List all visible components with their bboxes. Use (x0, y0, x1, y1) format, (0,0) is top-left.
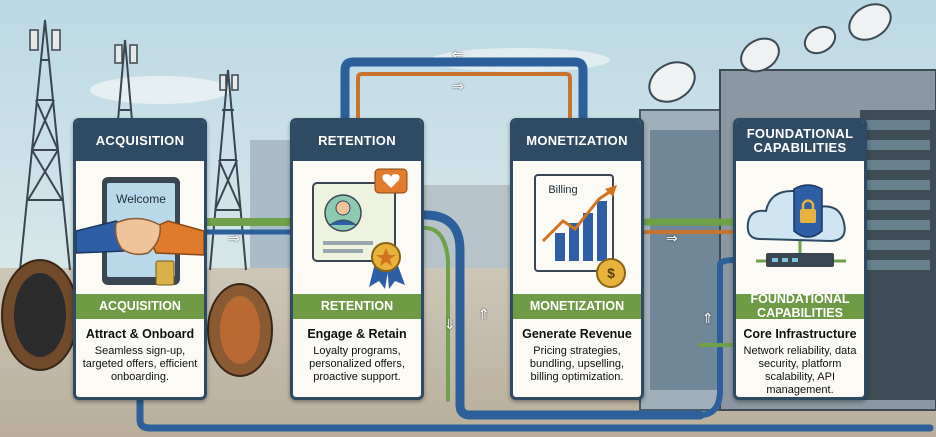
foundational-card: FOUNDATIONAL CAPABILITIES FOUNDATIONAL C… (733, 118, 867, 400)
card-title: MONETIZATION (513, 121, 641, 161)
card-band-label: RETENTION (293, 294, 421, 319)
card-band-label: FOUNDATIONAL CAPABILITIES (736, 294, 864, 319)
flow-arrow-down-mid: ⇓ (444, 318, 456, 332)
flow-arrow-right-top: ⇒ (452, 80, 464, 94)
card-title: ACQUISITION (76, 121, 204, 161)
billing-doc-text: Billing (548, 184, 577, 196)
flow-arrow-up-right: ⇑ (702, 312, 714, 326)
heart-icon (375, 169, 407, 193)
award-badge-icon (369, 243, 405, 289)
flow-arrow-right-1: ⇒ (228, 232, 240, 246)
monetization-card: MONETIZATION Billing $ MONETIZATION Gene… (510, 118, 644, 400)
coin-symbol: $ (607, 265, 615, 281)
monetization-illustration: Billing $ (513, 161, 641, 294)
card-title: RETENTION (293, 121, 421, 161)
card-subtitle: Attract & Onboard (76, 327, 204, 341)
tablet-screen-text: Welcome (116, 192, 166, 206)
foundational-illustration (736, 161, 864, 294)
card-description: Network reliability, data security, plat… (742, 345, 858, 397)
card-description: Seamless sign-up, targeted offers, effic… (82, 345, 198, 384)
card-subtitle: Generate Revenue (513, 327, 641, 341)
card-description: Pricing strategies, bundling, upselling,… (519, 345, 635, 384)
padlock-icon (794, 185, 822, 237)
flow-arrow-left-top: ⇐ (452, 48, 464, 62)
card-band-label: ACQUISITION (76, 294, 204, 319)
retention-card: RETENTION RETENTION Engage & R (290, 118, 424, 400)
handshake-icon (76, 218, 204, 255)
flow-arrow-right-3: ⇒ (666, 232, 678, 246)
acquisition-illustration: Welcome (76, 161, 204, 294)
card-subtitle: Core Infrastructure (736, 327, 864, 341)
card-band-label: MONETIZATION (513, 294, 641, 319)
acquisition-card: ACQUISITION Welcome ACQUISITION Attract … (73, 118, 207, 400)
retention-illustration (293, 161, 421, 294)
flow-arrow-up-mid: ⇑ (478, 308, 490, 322)
card-subtitle: Engage & Retain (293, 327, 421, 341)
card-description: Loyalty programs, personalized offers, p… (299, 345, 415, 384)
card-title: FOUNDATIONAL CAPABILITIES (736, 121, 864, 161)
